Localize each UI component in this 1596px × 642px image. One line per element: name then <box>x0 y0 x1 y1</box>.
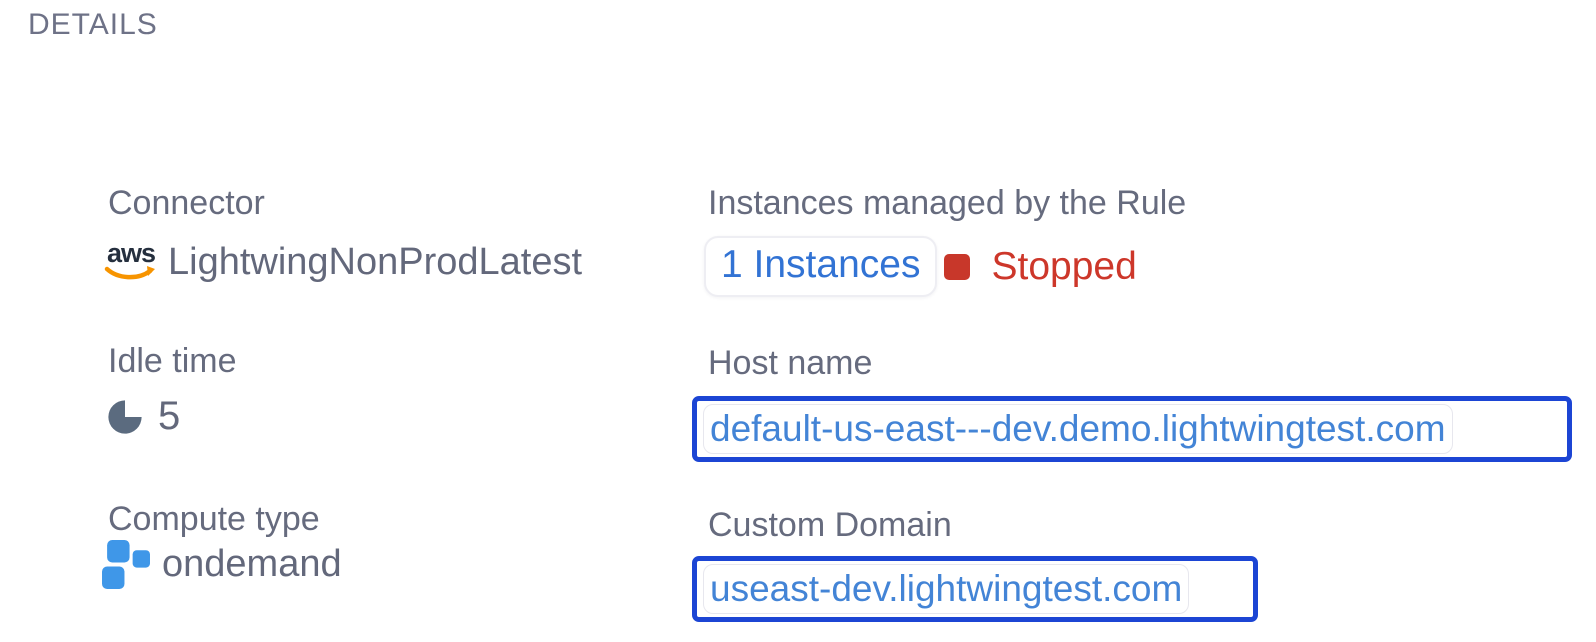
aws-icon-text: aws <box>107 238 155 268</box>
idle-time-label: Idle time <box>108 342 237 380</box>
compute-type-icon <box>102 540 150 589</box>
idle-time-pie-icon <box>108 399 142 434</box>
idle-time-field: Idle time <box>108 342 237 381</box>
host-name-pill: default-us-east---dev.demo.lightwingtest… <box>703 404 1453 454</box>
host-name-link[interactable]: default-us-east---dev.demo.lightwingtest… <box>710 408 1446 449</box>
connector-label: Connector <box>108 184 265 222</box>
instances-status: Stopped <box>991 244 1137 288</box>
custom-domain-label: Custom Domain <box>708 506 952 544</box>
custom-domain-box: useast-dev.lightwingtest.com <box>692 556 1258 622</box>
custom-domain-link[interactable]: useast-dev.lightwingtest.com <box>710 568 1183 609</box>
custom-domain-pill: useast-dev.lightwingtest.com <box>703 564 1190 614</box>
connector-value: LightwingNonProdLatest <box>168 240 583 283</box>
idle-time-value-row: 5 <box>106 394 180 439</box>
idle-time-value: 5 <box>158 394 181 438</box>
compute-type-value: ondemand <box>162 543 342 585</box>
instances-field: Instances managed by the Rule <box>708 184 1186 223</box>
host-name-box: default-us-east---dev.demo.lightwingtest… <box>692 396 1572 462</box>
connector-value-row: aws LightwingNonProdLatest <box>104 238 582 286</box>
compute-type-label: Compute type <box>108 500 320 538</box>
instances-label: Instances managed by the Rule <box>708 184 1187 222</box>
instances-count-link[interactable]: 1 Instances <box>704 236 938 297</box>
aws-icon: aws <box>104 238 156 280</box>
section-title: DETAILS <box>28 8 158 41</box>
stopped-status-icon <box>944 253 971 280</box>
compute-type-field: Compute type <box>108 500 320 539</box>
instances-value-row: 1 Instances Stopped <box>704 236 1137 297</box>
connector-field: Connector <box>108 184 265 223</box>
host-name-label: Host name <box>708 344 873 382</box>
custom-domain-field: Custom Domain <box>708 506 952 545</box>
host-name-field: Host name <box>708 344 872 383</box>
compute-type-value-row: ondemand <box>102 540 342 589</box>
